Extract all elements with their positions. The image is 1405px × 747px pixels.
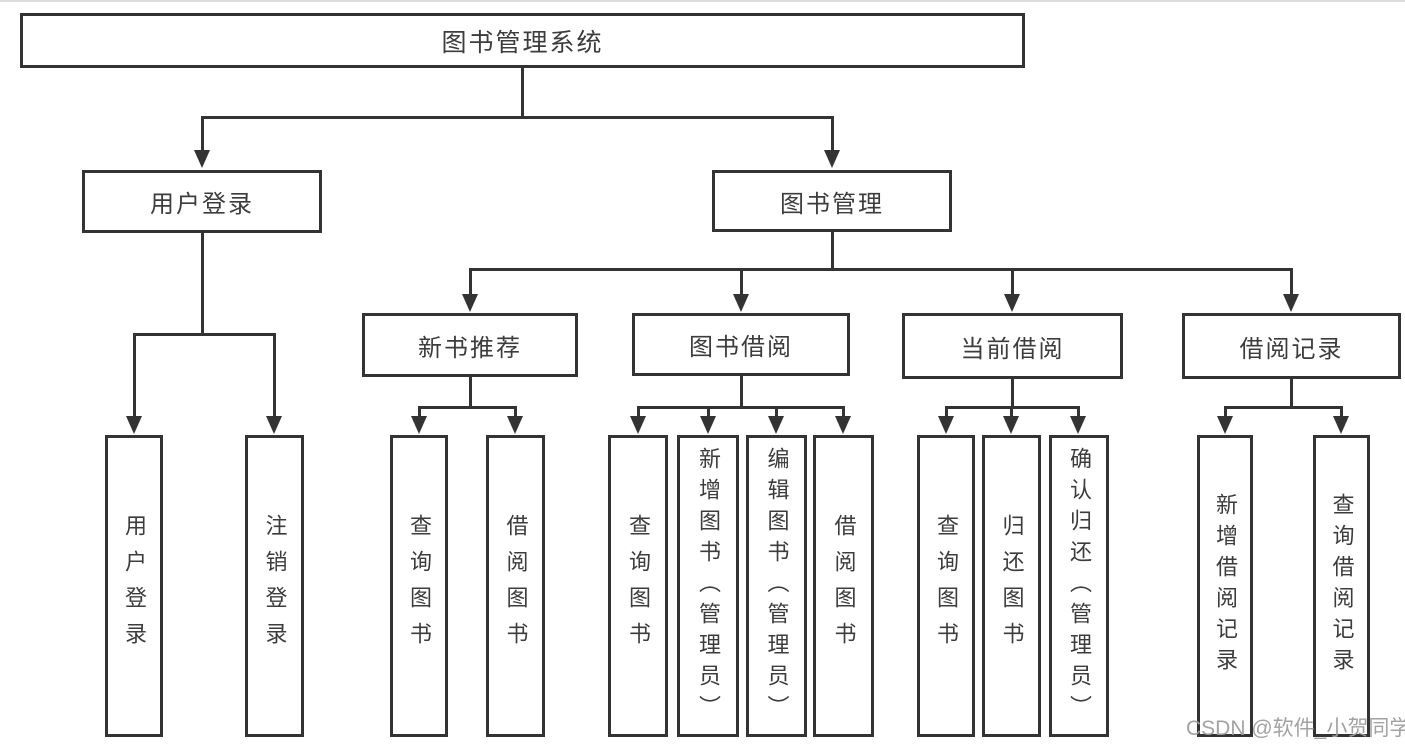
node-label: 借阅图书 (831, 514, 857, 658)
arrow-down-icon (835, 416, 851, 434)
node-confirm-return-admin: 确认归还（管理员） (1049, 435, 1109, 737)
node-book-management: 图书管理 (712, 170, 952, 232)
connector-line (945, 406, 948, 418)
node-label: 用户登录 (150, 191, 254, 218)
connector-line (740, 268, 743, 297)
arrow-down-icon (1003, 416, 1019, 434)
node-label: 查询图书 (626, 514, 651, 658)
node-user-login-group: 用户登录 (82, 170, 322, 233)
node-return-books: 归还图书 (982, 435, 1041, 737)
arrow-down-icon (1070, 416, 1086, 434)
arrow-down-icon (1283, 294, 1299, 312)
connector-line (418, 406, 421, 418)
connector-line (740, 376, 743, 408)
arrow-down-icon (411, 416, 427, 434)
connector-line (469, 377, 472, 408)
connector-line (775, 406, 778, 418)
arrow-down-icon (938, 416, 954, 434)
arrow-down-icon (733, 294, 749, 312)
connector-line (831, 116, 834, 153)
node-edit-books-admin: 编辑图书（管理员） (746, 435, 807, 737)
node-logout: 注销登录 (245, 435, 304, 737)
connector-line (133, 333, 275, 336)
connector-line (1011, 379, 1014, 408)
node-add-books-admin: 新增图书（管理员） (677, 435, 739, 737)
node-label: 查询借阅记录 (1329, 493, 1355, 679)
connector-line (1010, 406, 1013, 418)
node-user-login: 用户登录 (105, 435, 163, 737)
node-label: 新增借阅记录 (1213, 493, 1238, 679)
connector-line (201, 116, 204, 153)
arrow-down-icon (266, 416, 282, 434)
node-label: 查询图书 (407, 514, 432, 658)
connector-line (1011, 268, 1014, 297)
arrow-down-icon (1004, 294, 1020, 312)
node-borrow-books: 借阅图书 (813, 435, 874, 737)
node-query-books-current: 查询图书 (917, 435, 975, 737)
node-label: 新增图书（管理员） (696, 446, 721, 726)
node-label: 图书借阅 (689, 334, 793, 361)
node-add-borrow-record: 新增借阅记录 (1197, 435, 1253, 737)
connector-line (842, 406, 845, 418)
node-library-management-system: 图书管理系统 (20, 13, 1025, 68)
connector-line (637, 406, 845, 409)
connector-line (831, 232, 834, 271)
node-label: 编辑图书（管理员） (764, 446, 790, 726)
connector-line (514, 406, 517, 418)
connector-line (1340, 406, 1343, 418)
connector-line (273, 333, 276, 418)
arrow-down-icon (194, 150, 210, 168)
arrow-down-icon (126, 416, 142, 434)
arrow-down-icon (1333, 416, 1349, 434)
node-label: 图书管理系统 (441, 28, 604, 57)
node-label: 新书推荐 (418, 334, 522, 362)
node-label: 借阅记录 (1239, 335, 1344, 363)
csdn-watermark: CSDN @软件_小贺同学 (1186, 717, 1405, 740)
node-label: 借阅图书 (503, 514, 529, 658)
node-label: 确认归还（管理员） (1067, 446, 1092, 726)
node-query-books-borrowing: 查询图书 (608, 435, 668, 737)
top-border-line (0, 0, 1405, 2)
arrow-down-icon (507, 416, 523, 434)
arrow-down-icon (700, 416, 716, 434)
node-borrow-books-recommend: 借阅图书 (486, 435, 545, 737)
node-new-book-recommend: 新书推荐 (362, 313, 578, 377)
node-query-books-recommend: 查询图书 (390, 435, 448, 737)
connector-line (469, 268, 1292, 271)
connector-line (1224, 406, 1227, 418)
connector-line (707, 406, 710, 418)
arrow-down-icon (462, 294, 478, 312)
connector-line (469, 268, 472, 297)
node-label: 查询图书 (934, 514, 959, 658)
arrow-down-icon (768, 416, 784, 434)
node-label: 注销登录 (262, 514, 288, 658)
connector-line (1290, 379, 1293, 408)
node-label: 用户登录 (122, 514, 147, 658)
connector-line (521, 68, 524, 118)
node-book-borrowing: 图书借阅 (632, 313, 850, 376)
connector-line (637, 406, 640, 418)
connector-line (1077, 406, 1080, 418)
node-borrowing-records: 借阅记录 (1182, 313, 1401, 379)
node-label: 归还图书 (999, 514, 1025, 658)
arrow-down-icon (630, 416, 646, 434)
connector-line (1290, 268, 1293, 297)
node-label: 图书管理 (780, 190, 884, 218)
connector-line (201, 233, 204, 335)
node-label: 当前借阅 (960, 335, 1065, 363)
node-current-borrowing: 当前借阅 (902, 313, 1123, 379)
arrow-down-icon (824, 150, 840, 168)
connector-line (1224, 406, 1342, 409)
connector-line (133, 333, 136, 418)
node-query-borrow-record: 查询借阅记录 (1313, 435, 1370, 737)
arrow-down-icon (1217, 416, 1233, 434)
connector-line (201, 116, 833, 119)
connector-line (418, 406, 516, 409)
